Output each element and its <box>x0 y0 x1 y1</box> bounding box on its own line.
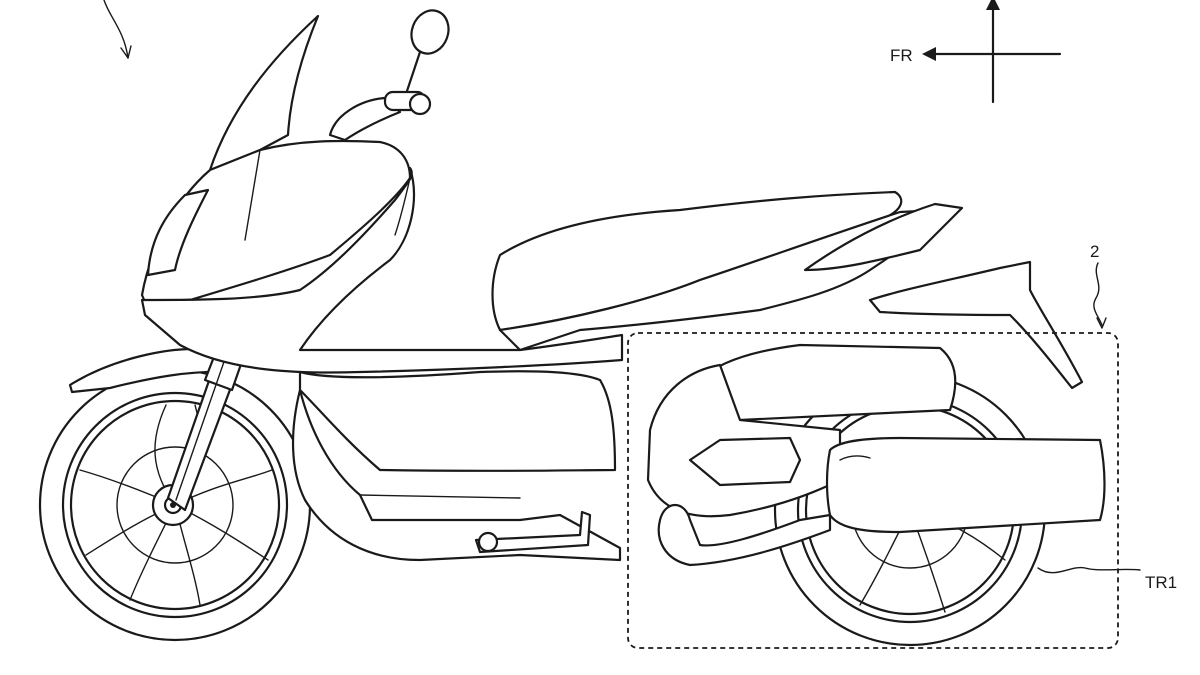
direction-indicator: FR <box>890 0 1062 104</box>
region-boundary <box>627 332 1119 649</box>
front-arrowhead <box>922 47 936 61</box>
muffler <box>825 436 1106 534</box>
up-arrowhead <box>986 0 1000 10</box>
power-unit <box>646 343 1106 567</box>
side-stand <box>474 510 592 554</box>
scooter-body <box>140 14 1084 562</box>
front-wheel <box>38 368 312 642</box>
region-ref-label: 2 <box>1090 242 1099 261</box>
headlight <box>146 188 210 277</box>
front-direction-label: FR <box>890 46 913 65</box>
part-reference: TR1 <box>1037 566 1177 592</box>
tail-light <box>803 202 964 272</box>
part-ref-label: TR1 <box>1145 573 1177 592</box>
leg-shield <box>140 166 624 374</box>
air-cleaner <box>698 343 957 422</box>
exhaust-pipe <box>657 503 832 567</box>
rear-view-mirror <box>402 9 450 102</box>
reference-leader-arrow <box>103 0 132 59</box>
handle-grip <box>383 90 432 116</box>
windscreen <box>208 14 320 172</box>
rear-fender <box>868 260 1084 390</box>
cylinder-head <box>688 436 802 487</box>
region-reference: 2 <box>1090 242 1107 329</box>
floor-panel <box>298 370 617 472</box>
front-cowl <box>140 139 412 304</box>
